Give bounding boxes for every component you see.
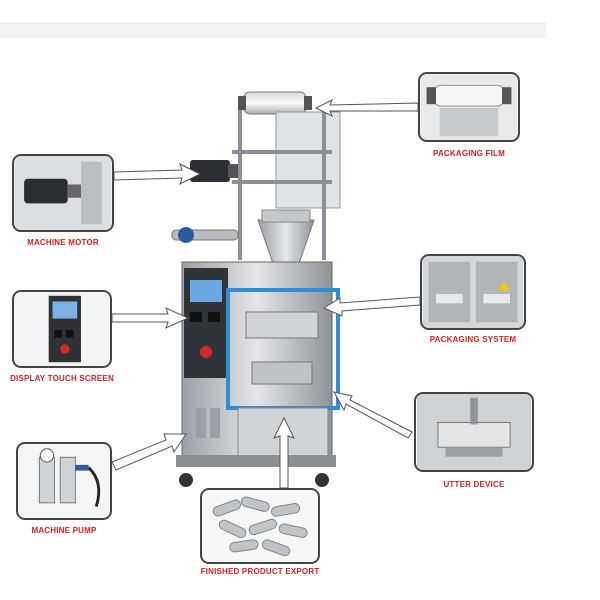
label-display-touch-screen: DISPLAY TOUCH SCREEN (10, 374, 114, 383)
callout-machine-pump (16, 442, 112, 520)
machine-pump-photo (18, 444, 110, 518)
display-touch-screen-photo (14, 292, 110, 366)
label-machine-motor: MACHINE MOTOR (27, 238, 99, 247)
label-finished-product-export: FINISHED PRODUCT EXPORT (200, 567, 320, 576)
callout-finished-product-export (200, 488, 320, 564)
motor-body (190, 160, 230, 182)
label-utter-device: UTTER DEVICE (443, 480, 505, 489)
label-machine-pump: MACHINE PUMP (31, 526, 97, 535)
top-strip (0, 22, 546, 38)
callout-packaging-film (418, 72, 520, 142)
finished-product-photo (203, 490, 317, 562)
label-packaging-film: PACKAGING FILM (433, 149, 505, 158)
packaging-film-photo (420, 74, 518, 140)
callout-machine-motor (12, 154, 114, 232)
callout-display-touch-screen (12, 290, 112, 368)
machine-motor-photo (14, 156, 112, 230)
label-packaging-system: PACKAGING SYSTEM (429, 335, 517, 344)
machine-base (176, 455, 336, 467)
callout-utter-device (414, 392, 534, 472)
packaging-system-photo (422, 256, 524, 328)
film-roll (243, 91, 307, 115)
film-sheet (275, 111, 341, 209)
utter-device-photo (417, 394, 531, 470)
callout-packaging-system (420, 254, 526, 330)
